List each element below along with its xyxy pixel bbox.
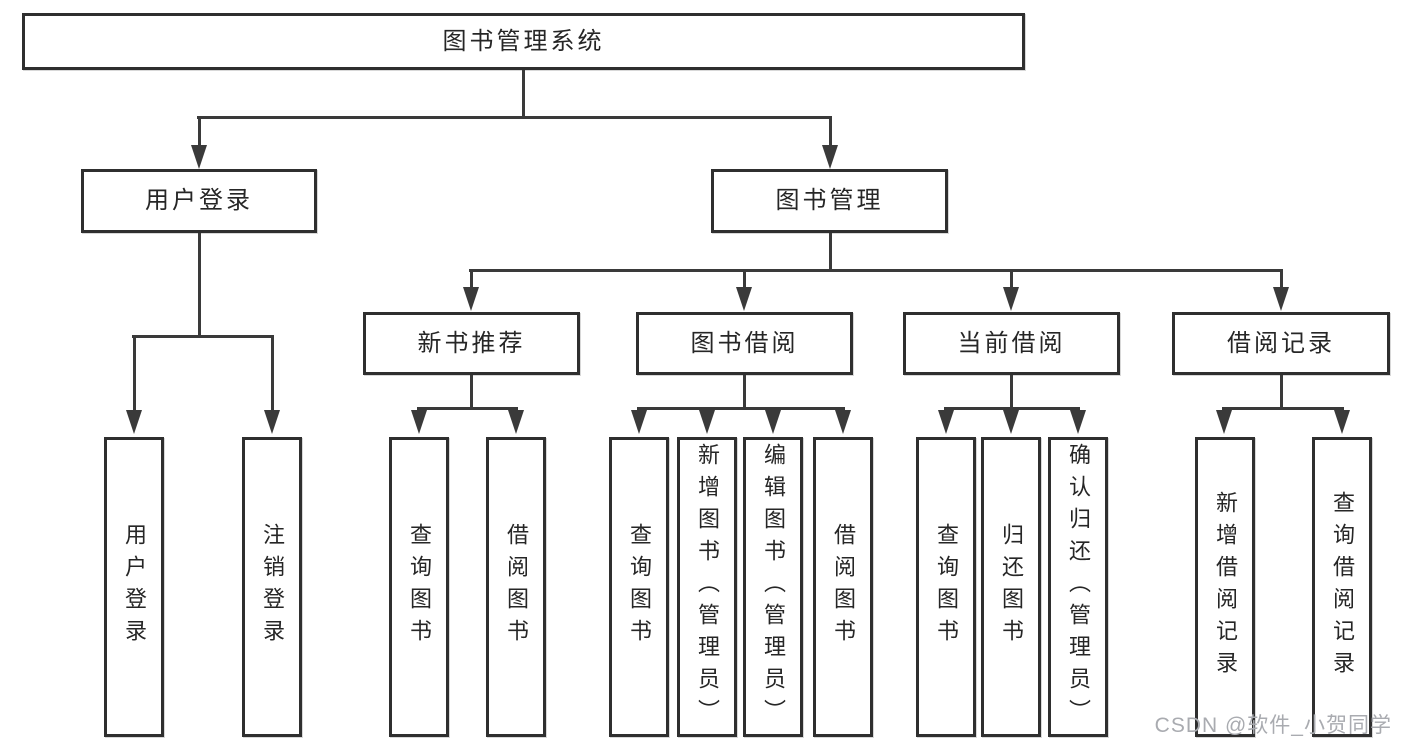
- node-label: 确认归还（管理员）: [1066, 443, 1091, 731]
- node-label: 借阅记录: [1227, 329, 1335, 357]
- node-book-borrowing: 图书借阅: [636, 312, 853, 375]
- connector-line: [1010, 375, 1013, 407]
- node-new-book-recommendation: 新书推荐: [363, 312, 580, 375]
- leaf-borrow-books-borrowing: 借阅图书: [813, 437, 873, 737]
- connector-line: [271, 338, 274, 410]
- arrow-down-icon: [191, 145, 207, 169]
- connector-line: [1280, 272, 1283, 288]
- node-label: 新书推荐: [417, 329, 526, 357]
- arrow-down-icon: [699, 410, 715, 434]
- arrow-down-icon: [1003, 410, 1019, 434]
- leaf-user-login: 用户登录: [104, 437, 164, 737]
- node-borrowing-records: 借阅记录: [1172, 312, 1390, 375]
- leaf-add-borrow-record: 新增借阅记录: [1195, 437, 1255, 737]
- node-label: 借阅图书: [504, 523, 529, 651]
- arrow-down-icon: [822, 145, 838, 169]
- connector-line: [829, 233, 832, 269]
- node-label: 编辑图书（管理员）: [761, 443, 786, 731]
- arrow-down-icon: [1216, 410, 1232, 434]
- node-label: 用户登录: [145, 187, 253, 214]
- connector-line: [1010, 272, 1013, 288]
- leaf-query-books-recommend: 查询图书: [389, 437, 449, 737]
- connector-line: [197, 116, 832, 119]
- arrow-down-icon: [765, 410, 781, 434]
- arrow-down-icon: [508, 410, 524, 434]
- node-label: 查询图书: [934, 523, 959, 651]
- connector-line: [417, 407, 518, 410]
- watermark: CSDN @软件_小贺同学: [1154, 714, 1392, 737]
- node-label: 查询图书: [407, 523, 432, 651]
- node-label: 查询借阅记录: [1330, 491, 1355, 683]
- connector-line: [198, 119, 201, 146]
- leaf-query-books-current: 查询图书: [916, 437, 976, 737]
- leaf-query-borrow-record: 查询借阅记录: [1312, 437, 1372, 737]
- arrow-down-icon: [1003, 287, 1019, 311]
- node-book-management: 图书管理: [711, 169, 948, 233]
- connector-line: [1280, 375, 1283, 407]
- arrow-down-icon: [1070, 410, 1086, 434]
- node-label: 图书管理系统: [442, 27, 605, 55]
- arrow-down-icon: [938, 410, 954, 434]
- connector-line: [522, 70, 525, 116]
- leaf-edit-book-admin: 编辑图书（管理员）: [743, 437, 803, 737]
- arrow-down-icon: [463, 287, 479, 311]
- connector-line: [198, 233, 201, 335]
- connector-line: [743, 272, 746, 288]
- connector-line: [1222, 407, 1344, 410]
- leaf-add-book-admin: 新增图书（管理员）: [677, 437, 737, 737]
- node-label: 新增图书（管理员）: [695, 443, 720, 731]
- node-label: 图书借阅: [690, 329, 799, 357]
- node-user-login: 用户登录: [81, 169, 317, 233]
- arrow-down-icon: [411, 410, 427, 434]
- leaf-confirm-return-admin: 确认归还（管理员）: [1048, 437, 1108, 737]
- connector-line: [829, 119, 832, 146]
- connector-line: [469, 269, 1283, 272]
- arrow-down-icon: [126, 410, 142, 434]
- connector-line: [944, 407, 1080, 410]
- connector-line: [743, 375, 746, 407]
- arrow-down-icon: [264, 410, 280, 434]
- arrow-down-icon: [631, 410, 647, 434]
- node-label: 查询图书: [627, 523, 652, 651]
- node-label: 借阅图书: [831, 523, 856, 651]
- connector-line: [133, 338, 136, 410]
- node-library-management-system: 图书管理系统: [22, 13, 1025, 70]
- node-label: 新增借阅记录: [1213, 491, 1238, 683]
- connector-line: [132, 335, 274, 338]
- node-label: 归还图书: [999, 523, 1024, 651]
- leaf-logout-login: 注销登录: [242, 437, 302, 737]
- arrow-down-icon: [736, 287, 752, 311]
- leaf-return-books: 归还图书: [981, 437, 1041, 737]
- connector-line: [470, 272, 473, 288]
- arrow-down-icon: [835, 410, 851, 434]
- leaf-borrow-books-recommend: 借阅图书: [486, 437, 546, 737]
- arrow-down-icon: [1273, 287, 1289, 311]
- leaf-query-books-borrowing: 查询图书: [609, 437, 669, 737]
- node-current-borrowing: 当前借阅: [903, 312, 1120, 375]
- node-label: 注销登录: [260, 523, 285, 651]
- connector-line: [470, 375, 473, 407]
- node-label: 当前借阅: [957, 329, 1066, 357]
- node-label: 图书管理: [775, 187, 884, 214]
- node-label: 用户登录: [122, 523, 147, 651]
- arrow-down-icon: [1334, 410, 1350, 434]
- connector-line: [637, 407, 845, 410]
